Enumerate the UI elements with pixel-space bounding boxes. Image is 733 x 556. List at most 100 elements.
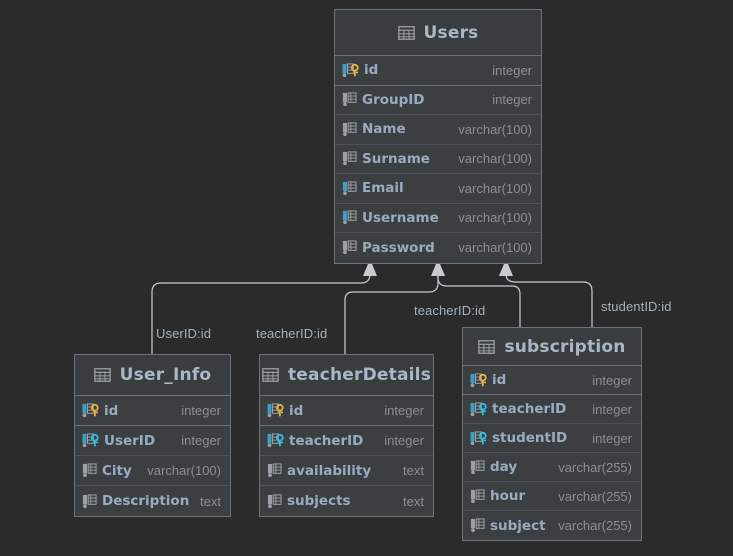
column-type: varchar(255)	[558, 459, 632, 475]
column-type: varchar(100)	[458, 210, 532, 226]
table-icon	[262, 368, 279, 382]
table-row[interactable]: City varchar(100)	[75, 456, 230, 486]
column-type: varchar(100)	[458, 151, 532, 167]
unique-column-icon	[342, 210, 357, 225]
column-type: text	[403, 463, 424, 478]
table-title: subscription	[504, 336, 626, 357]
column-icon	[342, 122, 357, 137]
table-row[interactable]: GroupID integer	[335, 86, 541, 115]
edge-user_info-users	[151, 268, 371, 354]
column-type: integer	[181, 433, 221, 448]
column-name: Surname	[362, 150, 430, 167]
column-type: integer	[181, 403, 221, 418]
column-name: availability	[287, 462, 372, 479]
foreign-key-column-icon	[267, 433, 284, 448]
foreign-key-column-icon	[470, 401, 487, 417]
table-icon	[93, 368, 111, 382]
column-type: integer	[592, 401, 632, 417]
column-type: text	[200, 493, 221, 509]
table-row[interactable]: id integer	[260, 396, 433, 426]
column-name: Description	[102, 493, 190, 509]
column-type: integer	[492, 62, 532, 78]
table-row[interactable]: teacherID integer	[463, 395, 641, 424]
table-columns-teacher_details: id integer teacherID integer availability tex…	[260, 396, 433, 516]
column-type: integer	[592, 372, 632, 388]
column-name: subjects	[287, 493, 351, 509]
table-title: teacherDetails	[287, 365, 432, 385]
table-header-teacher_details[interactable]: teacherDetails	[260, 355, 433, 396]
column-icon	[342, 151, 357, 166]
table-row[interactable]: Description text	[75, 486, 230, 516]
column-type: varchar(100)	[458, 180, 532, 196]
foreign-key-column-icon	[82, 433, 99, 448]
column-name: id	[289, 402, 304, 419]
column-name: id	[364, 62, 379, 79]
table-row[interactable]: id integer	[335, 56, 541, 86]
column-type: integer	[384, 433, 424, 448]
column-type: integer	[592, 430, 632, 446]
table-icon	[478, 339, 496, 354]
edge-label-subscription-teacherid-id: teacherID:id	[414, 303, 486, 318]
edge-subscription-student-users	[505, 268, 593, 327]
primary-key-column-icon	[342, 63, 359, 78]
table-row[interactable]: Username varchar(100)	[335, 204, 541, 233]
column-icon	[267, 463, 282, 478]
unique-column-icon	[342, 181, 357, 196]
column-type: integer	[492, 92, 532, 108]
table-row[interactable]: teacherID integer	[260, 426, 433, 456]
column-icon	[470, 518, 485, 533]
column-name: day	[490, 459, 518, 475]
column-icon	[470, 459, 485, 475]
column-name: subject	[490, 517, 546, 534]
table-row[interactable]: availability text	[260, 456, 433, 486]
column-name: studentID	[492, 430, 568, 446]
table-header-users[interactable]: Users	[335, 10, 541, 56]
edge-label-subscription-studentid-id: studentID:id	[601, 299, 672, 314]
column-icon	[82, 493, 97, 509]
table-icon	[397, 25, 415, 40]
edge-label-userid-id: UserID:id	[156, 326, 212, 341]
table-row[interactable]: id integer	[75, 396, 230, 426]
column-name: teacherID	[492, 401, 567, 417]
column-icon	[342, 92, 357, 107]
column-type: varchar(255)	[558, 488, 632, 504]
column-icon	[82, 463, 97, 478]
table-row[interactable]: Email varchar(100)	[335, 174, 541, 204]
primary-key-column-icon	[82, 403, 99, 418]
column-type: varchar(100)	[147, 463, 221, 478]
table-row[interactable]: Surname varchar(100)	[335, 145, 541, 174]
primary-key-column-icon	[470, 372, 487, 388]
edge-label-teacherid-id: teacherID:id	[256, 326, 328, 341]
column-name: Email	[362, 180, 404, 197]
table-header-subscription[interactable]: subscription	[463, 328, 641, 366]
column-type: integer	[384, 403, 424, 418]
column-name: GroupID	[362, 91, 425, 108]
column-name: Password	[362, 239, 435, 256]
column-name: teacherID	[289, 432, 364, 449]
table-header-user_info[interactable]: User_Info	[75, 355, 230, 396]
column-name: Name	[362, 121, 406, 138]
table-row[interactable]: studentID integer	[463, 424, 641, 453]
table-title: Users	[423, 22, 479, 43]
column-name: City	[102, 462, 132, 479]
column-icon	[342, 240, 357, 255]
column-icon	[267, 493, 282, 509]
table-row[interactable]: day varchar(255)	[463, 453, 641, 482]
column-name: Username	[362, 209, 439, 226]
table-teacher_details[interactable]: teacherDetails id integer teacherID integer a…	[259, 354, 434, 517]
column-name: id	[104, 402, 119, 419]
